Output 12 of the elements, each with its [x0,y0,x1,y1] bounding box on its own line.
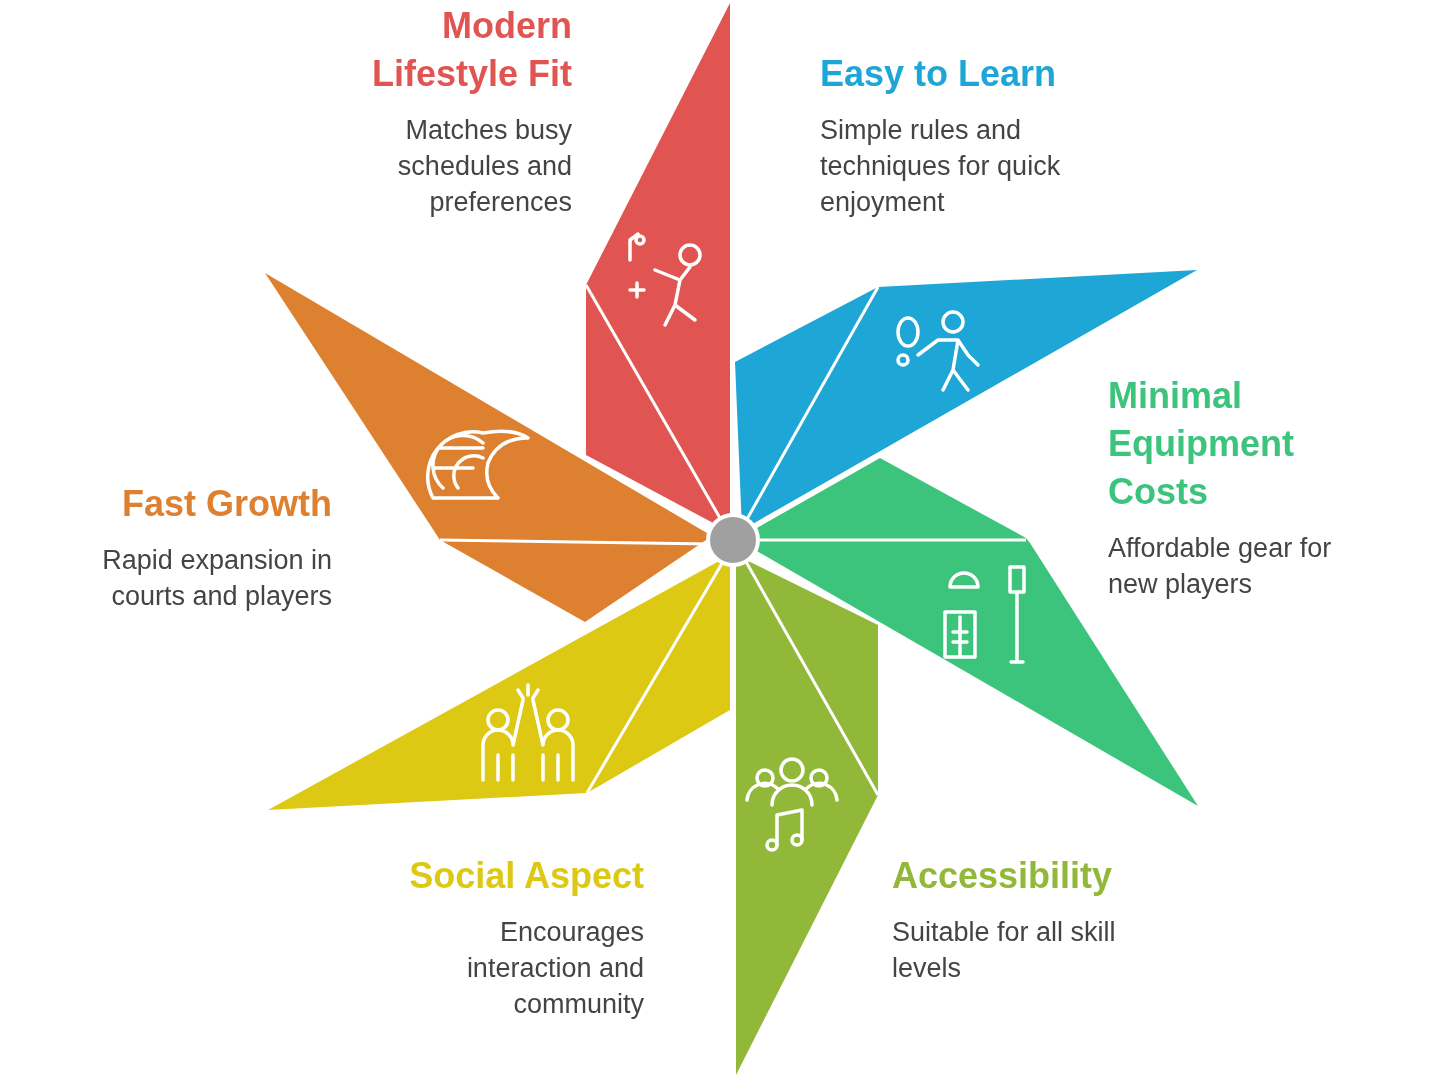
description: Encourages interaction and community [465,916,644,1021]
description: Suitable for all skill levels [892,916,1117,985]
description: Rapid expansion in courts and players [101,544,332,613]
heading: Easy to Learn [820,52,1058,96]
heading: Modern Lifestyle Fit [370,4,572,96]
description: Simple rules and techniques for quick enjoyment [820,114,1062,219]
description: Matches busy schedules and preferences [396,114,572,219]
heading: Fast Growth [121,482,332,526]
description: Affordable gear for new players [1108,532,1333,601]
heading: Social Aspect [408,854,644,898]
heading: Minimal Equipment Costs [1108,374,1295,514]
heading: Accessibility [892,854,1114,898]
